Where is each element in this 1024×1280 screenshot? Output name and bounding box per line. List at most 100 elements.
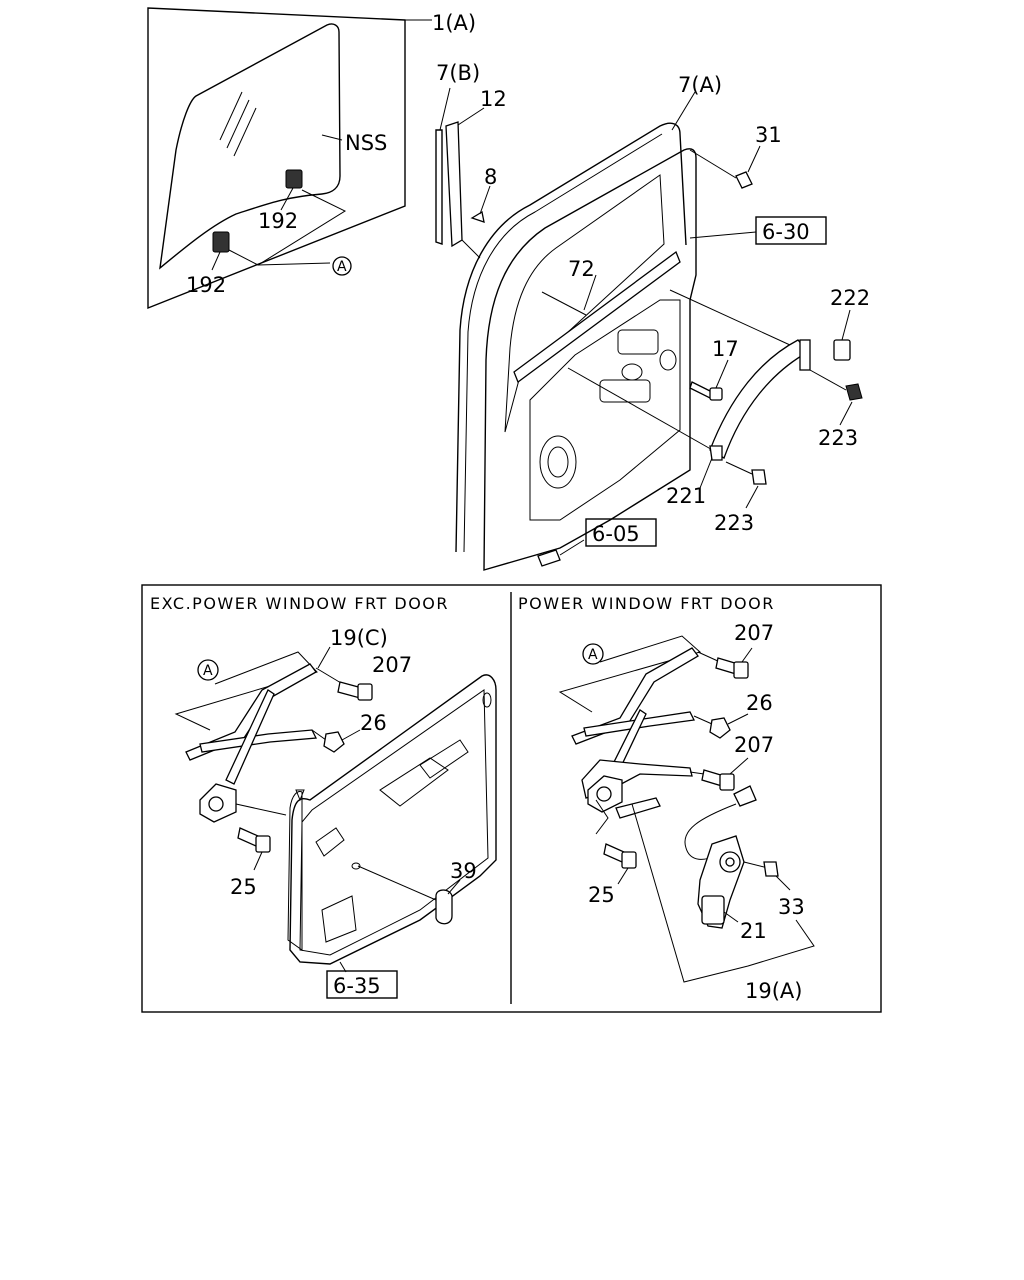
glass-channel-group — [435, 87, 491, 259]
ref-circle-a-left — [197, 659, 219, 681]
leader — [317, 646, 331, 669]
nut-26-left — [323, 731, 345, 753]
leader — [617, 867, 629, 885]
leader — [723, 911, 739, 923]
leader — [745, 485, 759, 509]
bolt-207-head — [357, 683, 373, 701]
regulator-arm-diagonal — [225, 689, 275, 785]
leader — [715, 359, 729, 389]
glass-reflection — [226, 99, 250, 149]
motor-gear-center — [725, 857, 735, 867]
plug-6-05 — [537, 549, 561, 567]
label-26-right: 26 — [746, 691, 773, 715]
leader — [280, 187, 294, 211]
regulator-arm-upper — [185, 663, 317, 761]
motor-connector — [733, 785, 757, 807]
bolt-17 — [689, 359, 729, 401]
screw-33 — [763, 861, 779, 877]
ref-box-6-05 — [585, 518, 657, 547]
leader — [457, 107, 485, 126]
regulator-pivot — [208, 796, 224, 812]
door-trim-panel — [289, 674, 497, 965]
nut-26-right — [709, 717, 731, 739]
leader — [257, 262, 331, 266]
label-33: 33 — [778, 895, 805, 919]
weatherstrip-inner — [463, 133, 663, 553]
label-222: 222 — [830, 286, 870, 310]
label-ref-6-05: 6-05 — [592, 522, 640, 546]
leader — [357, 865, 437, 901]
label-72: 72 — [568, 257, 595, 281]
door-trim-panel-group — [287, 674, 497, 973]
label-12: 12 — [480, 87, 507, 111]
regulator-arm-cross — [199, 729, 318, 753]
leader — [321, 134, 343, 141]
glass-reflection — [233, 107, 257, 157]
glass-run-channel — [435, 129, 443, 245]
leader — [699, 457, 713, 489]
channel-bracket — [445, 121, 463, 248]
clip-223-right — [809, 369, 863, 426]
leader — [461, 239, 481, 259]
power-regulator-group — [558, 635, 815, 983]
leader — [839, 401, 853, 426]
leader — [479, 185, 491, 215]
trim-handle-recess — [379, 757, 449, 807]
leader — [311, 729, 327, 741]
leader — [567, 367, 717, 453]
label-ref-a-right: A — [588, 647, 598, 663]
door-panel-outer — [483, 148, 697, 571]
leader — [671, 91, 696, 131]
power-regulator-pivot — [596, 786, 612, 802]
trim-tab — [295, 789, 305, 802]
trim-clip-area — [315, 827, 345, 857]
leader — [559, 539, 585, 556]
power-regulator-arm — [571, 647, 699, 745]
door-glass-shape — [159, 23, 341, 270]
leader — [727, 713, 749, 725]
leader — [447, 879, 461, 895]
bolt-25-right — [603, 843, 625, 863]
bolt-25-head — [621, 851, 637, 869]
label-39: 39 — [450, 859, 477, 883]
label-nss: NSS — [345, 131, 387, 155]
label-19a: 19(A) — [745, 979, 802, 1003]
motor-harness — [684, 803, 737, 860]
trim-edge — [287, 791, 303, 951]
leader — [541, 291, 587, 316]
label-ref-a-top: A — [337, 259, 347, 275]
label-207-left: 207 — [372, 653, 412, 677]
ref-box-6-35 — [326, 970, 398, 999]
fastener-31 — [735, 145, 761, 189]
leader — [743, 861, 769, 869]
leader — [693, 715, 713, 725]
leader — [841, 309, 851, 341]
label-223-lower: 223 — [714, 511, 754, 535]
label-21: 21 — [740, 919, 767, 943]
window-opening — [504, 174, 665, 433]
regulator-handle-39 — [435, 889, 453, 925]
leader — [689, 231, 757, 239]
leader — [558, 635, 702, 713]
label-8: 8 — [484, 165, 497, 189]
inner-panel — [529, 299, 681, 521]
garnish-221 — [699, 339, 811, 489]
label-207-right-mid: 207 — [734, 733, 774, 757]
left-panel-title: EXC.POWER WINDOW FRT DOOR — [150, 594, 449, 613]
leader — [741, 647, 753, 663]
trim-clip-hole — [482, 692, 492, 708]
leader-dashed — [595, 799, 609, 835]
right-panel-title: POWER WINDOW FRT DOOR — [518, 594, 775, 613]
power-regulator-bracket — [615, 797, 661, 819]
trim-handle-hole — [351, 862, 361, 870]
label-7b: 7(B) — [436, 61, 480, 85]
glass-clip-lower — [212, 231, 230, 253]
glass-clip-upper — [285, 169, 303, 189]
label-192-upper: 192 — [258, 209, 298, 233]
clip-223-lower — [725, 461, 767, 509]
access-hole — [599, 379, 651, 403]
door-weatherstrip-7a — [455, 122, 687, 553]
leader — [725, 461, 753, 475]
bolt-207-head — [733, 661, 749, 679]
speaker-hole-inner — [547, 446, 569, 478]
